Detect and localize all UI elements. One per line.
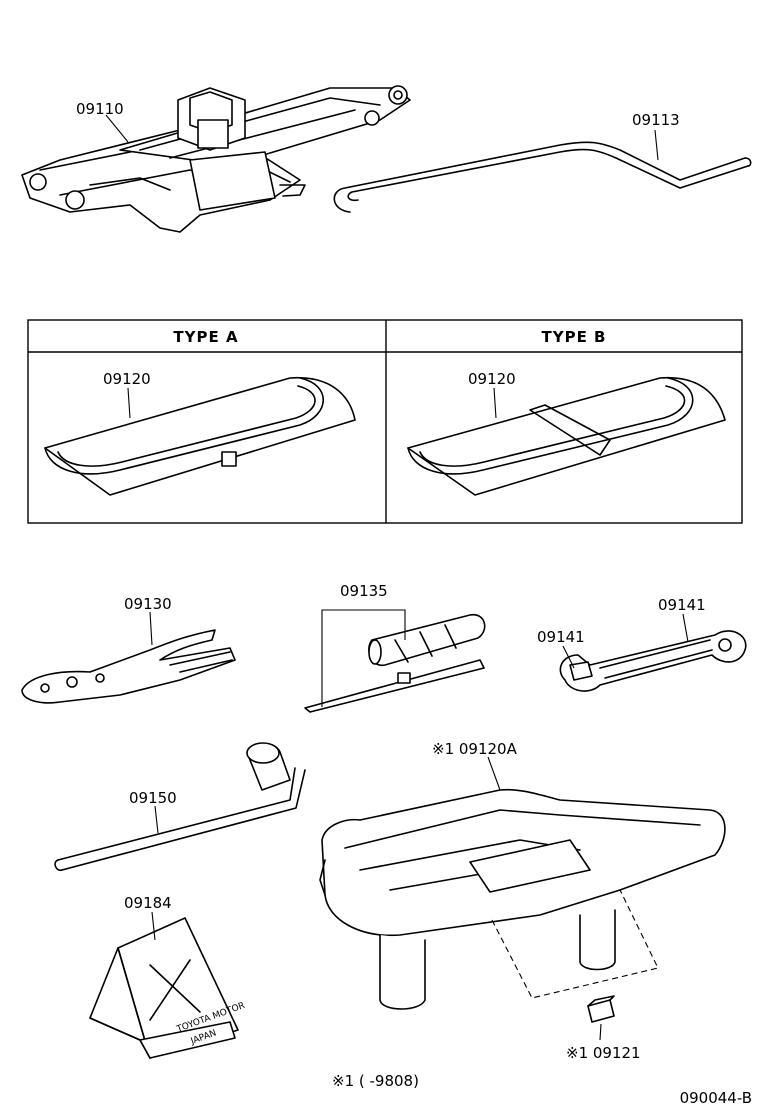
pliers-drawing [21,629,236,704]
screwdriver-leader-line [321,609,406,707]
jack-part-number: 09110 [76,100,124,118]
diagram-id: 090044-B [680,1089,752,1107]
jack-leader-line [105,114,129,143]
type-b-header: TYPE B [542,328,607,346]
jack-handle-drawing [333,141,746,213]
chock-drawing [89,917,239,1059]
screwdriver-drawing [304,613,486,713]
tool-bag-table [27,319,743,524]
jack-handle-leader-line [654,129,659,161]
footnote: ※1 ( -9808) [332,1072,419,1090]
pliers-leader-line [149,611,153,646]
tool-bag-a-part-number: 09120 [103,370,151,388]
pliers-part-number: 09130 [124,595,172,613]
jack-drawing [21,85,411,233]
tray-drawing [319,788,726,1010]
tool-bag-a-drawing [44,376,356,496]
chock-leader-line [151,911,156,941]
tool-bag-b-drawing [407,376,726,496]
tool-bag-b-leader-line [493,387,497,419]
tool-bag-b-part-number: 09120 [468,370,516,388]
lug-wrench-drawing [54,742,306,872]
type-a-header: TYPE A [173,328,238,346]
tray-part-number: ※1 09120A [432,740,518,758]
wrenches-drawing [559,630,747,692]
clip-drawing [587,995,615,1023]
wrench-left-leader-line [562,645,575,669]
lug-wrench-part-number: 09150 [129,789,177,807]
tray-leader-line [487,756,501,791]
wrench-right-leader-line [682,613,689,643]
jack-handle-part-number: 09113 [632,111,680,129]
tool-bag-a-leader-line [127,387,131,419]
chock-part-number: 09184 [124,894,172,912]
wrench-right-part-number: 09141 [658,596,706,614]
wrench-left-part-number: 09141 [537,628,585,646]
clip-leader-line [599,1023,602,1041]
clip-part-number: ※1 09121 [566,1044,641,1062]
screwdriver-part-number: 09135 [340,582,388,600]
tray-clip-dashed-line [491,889,659,999]
lug-wrench-leader-line [154,805,159,834]
